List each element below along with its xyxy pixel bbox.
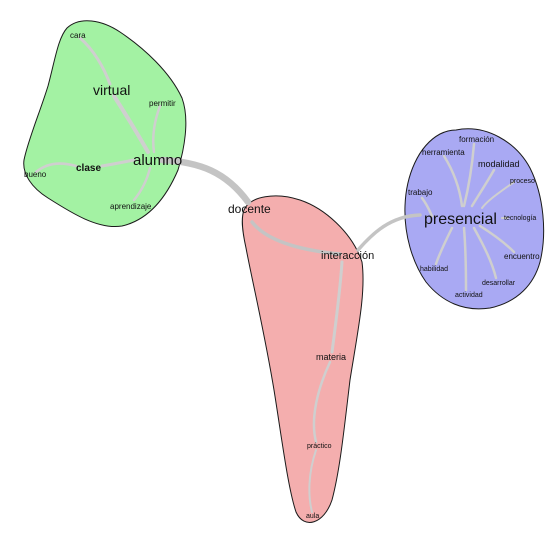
edge-modalidad-presencial: [470, 168, 496, 208]
edge-encuentro-presencial: [478, 224, 516, 254]
word-bueno: bueno: [24, 170, 47, 179]
word-cara: cara: [70, 31, 86, 40]
edge-formacion-presencial: [462, 142, 476, 208]
word-actividad: actividad: [455, 292, 483, 299]
word-presencial: presencial: [424, 211, 497, 228]
edge-actividad-presencial: [462, 226, 468, 292]
edge-habilidad-presencial: [434, 226, 454, 266]
word-formacion: formación: [459, 135, 494, 144]
edge-virtual-alumno: [112, 94, 150, 154]
edge-practico-aula: [308, 449, 317, 513]
word-aula: aula: [306, 513, 319, 520]
edge-interaccion-materia: [330, 260, 344, 354]
word-habilidad: habilidad: [420, 266, 448, 273]
edge-proceso-presencial: [481, 181, 515, 209]
edge-trabajo-presencial: [420, 196, 434, 218]
word-alumno: alumno: [133, 152, 182, 169]
edge-clase-alumno: [100, 158, 136, 168]
edge-alumno-docente: [158, 156, 252, 206]
edges: [34, 36, 516, 513]
edge-cara-virtual: [78, 36, 112, 86]
edge-desarrollar-presencial: [472, 226, 498, 280]
cluster-red-region: [241, 195, 364, 523]
word-tecnologia: tecnología: [504, 215, 536, 222]
word-proceso: proceso: [510, 178, 535, 185]
word-docente: docente: [228, 202, 271, 216]
edge-materia-practico: [312, 360, 332, 444]
cluster-green-region: [23, 20, 187, 228]
edge-interaccion-presencial: [356, 213, 422, 252]
word-trabajo: trabajo: [408, 188, 433, 197]
word-encuentro: encuentro: [504, 252, 540, 261]
edge-docente-interaccion: [250, 220, 342, 256]
edge-permitir-alumno: [152, 104, 162, 154]
word-herramienta: herramienta: [422, 148, 465, 157]
word-aprendizaje: aprendizaje: [110, 202, 152, 211]
edge-aprendizaje-alumno: [132, 166, 152, 202]
word-interaccion: interacción: [321, 250, 374, 262]
word-practico: práctico: [307, 443, 332, 450]
word-virtual: virtual: [93, 82, 130, 98]
word-clase: clase: [76, 163, 101, 174]
cluster-blue-region: [404, 128, 545, 310]
edge-bueno-clase: [34, 162, 78, 174]
word-labels: cara virtual permitir alumno clase bueno…: [24, 31, 540, 520]
word-desarrollar: desarrollar: [482, 280, 516, 287]
edge-herramienta-presencial: [442, 154, 464, 208]
word-modalidad: modalidad: [478, 159, 520, 169]
word-permitir: permitir: [149, 99, 176, 108]
word-materia: materia: [316, 352, 346, 362]
